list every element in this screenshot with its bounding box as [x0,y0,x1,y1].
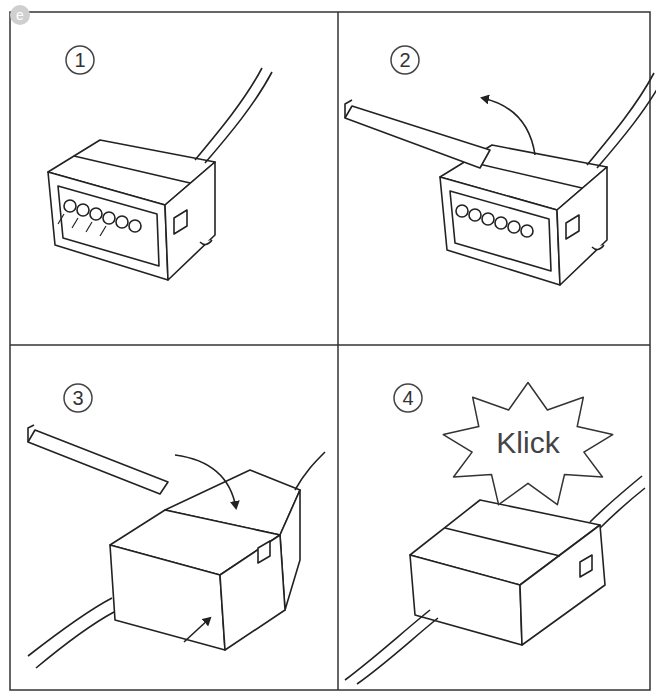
step-number-text: 2 [399,50,410,70]
connector-lid-open [345,73,656,285]
step-number-text: 4 [402,388,413,408]
sound-burst: Klick [442,380,614,506]
step-number: 2 [390,45,420,75]
frame [10,12,650,690]
connector-closed [48,68,272,280]
sound-burst-text: Klick [496,428,559,458]
badge: e [9,4,31,26]
step-number-text: 1 [74,50,85,70]
divider [337,12,339,690]
badge-text: e [16,8,24,22]
step-number: 3 [63,383,93,413]
step-number-text: 3 [72,388,83,408]
step-number: 4 [393,383,423,413]
divider [10,344,650,346]
step-number: 1 [65,45,95,75]
connector-locked [345,476,645,684]
connector-closing [28,425,325,668]
